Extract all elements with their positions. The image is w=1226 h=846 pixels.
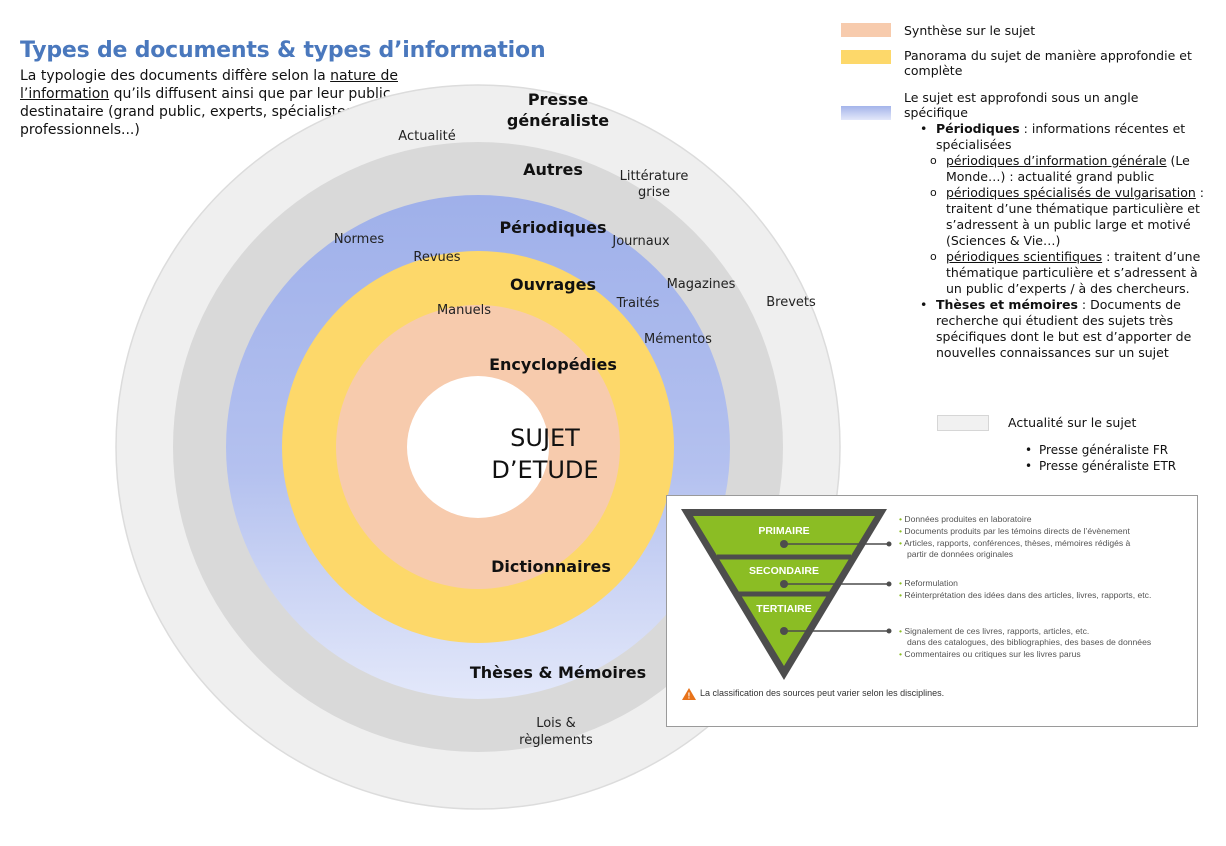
sub2-text: : traitent d’une thématique particulière… bbox=[946, 185, 1205, 248]
periodiques-label: Périodiques bbox=[936, 121, 1020, 136]
label-autres: Autres bbox=[523, 160, 583, 179]
primaire-item: • Données produites en laboratoire bbox=[899, 514, 1032, 524]
inverted-pyramid: PRIMAIRE SECONDAIRE TERTIAIRE ! bbox=[681, 509, 892, 701]
legend-synthese: Synthèse sur le sujet bbox=[904, 23, 1036, 38]
sub-bullet-3: périodiques scientifiques : traitent d’u… bbox=[918, 249, 1210, 297]
actualite-item: Presse généraliste FR bbox=[1025, 442, 1176, 458]
label-generaliste: généraliste bbox=[507, 111, 609, 130]
dot-tertiaire-end bbox=[886, 628, 892, 634]
dot-secondaire bbox=[780, 580, 788, 588]
sub1-text: (Le Monde…) : actualité grand public bbox=[946, 153, 1190, 184]
dot-primaire bbox=[780, 540, 788, 548]
tertiaire-item: • Signalement de ces livres, rapports, a… bbox=[899, 626, 1090, 636]
label-dictionnaires: Dictionnaires bbox=[491, 557, 611, 576]
label-mementos: Mémentos bbox=[644, 332, 712, 347]
label-actualite: Actualité bbox=[398, 129, 455, 144]
sub3-link: périodiques scientifiques bbox=[946, 249, 1103, 264]
bullet-periodiques: Périodiques : informations récentes et s… bbox=[918, 121, 1210, 153]
pyramid-fill bbox=[693, 516, 875, 666]
label-primaire: PRIMAIRE bbox=[758, 525, 809, 537]
periodiques-text: : informations récentes et spécialisées bbox=[936, 121, 1186, 152]
ring-center bbox=[407, 376, 549, 518]
warning-icon-mark: ! bbox=[688, 692, 691, 701]
legend-swatch-peach bbox=[841, 23, 891, 37]
details-list: Périodiques : informations récentes et s… bbox=[918, 121, 1210, 361]
tertiaire-item: • Commentaires ou critiques sur les livr… bbox=[899, 649, 1081, 659]
sub2-link: périodiques spécialisés de vulgarisation bbox=[946, 185, 1196, 200]
label-brevets: Brevets bbox=[766, 295, 816, 310]
legend-approfondi: Le sujet est approfondi sous un angle sp… bbox=[904, 90, 1139, 120]
label-journaux: Journaux bbox=[611, 234, 670, 249]
secondaire-item-text: Reformulation bbox=[904, 578, 958, 588]
label-lois: Lois & bbox=[536, 716, 576, 731]
warning-icon bbox=[682, 688, 696, 700]
bullet-theses: Thèses et mémoires : Documents de recher… bbox=[918, 297, 1210, 361]
theses-label: Thèses et mémoires bbox=[936, 297, 1078, 312]
label-tertiaire: TERTIAIRE bbox=[756, 603, 811, 615]
label-manuels: Manuels bbox=[437, 303, 491, 318]
legend-swatch-blue bbox=[841, 106, 891, 120]
tertiaire-item-text: Signalement de ces livres, rapports, art… bbox=[904, 626, 1090, 636]
primaire-item-text: Documents produits par les témoins direc… bbox=[904, 526, 1130, 536]
label-periodiques: Périodiques bbox=[499, 218, 606, 237]
primaire-item: • Documents produits par les témoins dir… bbox=[899, 526, 1130, 536]
primaire-item-cont: partir de données originales bbox=[907, 549, 1014, 559]
label-theses: Thèses & Mémoires bbox=[470, 663, 646, 682]
sub-bullet-1: périodiques d’information générale (Le M… bbox=[918, 153, 1210, 185]
warning-text: La classification des sources peut varie… bbox=[700, 688, 945, 698]
label-traites: Traités bbox=[616, 296, 660, 311]
label-secondaire: SECONDAIRE bbox=[749, 565, 819, 577]
dot-primaire-end bbox=[886, 541, 892, 547]
actualite-item: Presse généraliste ETR bbox=[1025, 458, 1176, 474]
tertiaire-item-text: Commentaires ou critiques sur les livres… bbox=[904, 649, 1081, 659]
intro-part2: qu’ils diffusent ainsi que par leur publ… bbox=[20, 86, 391, 138]
primaire-item-text: Articles, rapports, conférences, thèses,… bbox=[903, 538, 1131, 548]
primaire-item: • Articles, rapports, conférences, thèse… bbox=[899, 538, 1131, 548]
label-magazines: Magazines bbox=[667, 277, 736, 292]
sub-bullet-2: périodiques spécialisés de vulgarisation… bbox=[918, 185, 1210, 249]
label-ouvrages: Ouvrages bbox=[510, 275, 596, 294]
label-presse: Presse bbox=[528, 90, 589, 109]
page-title: Types de documents & types d’information bbox=[20, 38, 546, 63]
intro-link: nature de l’information bbox=[20, 68, 398, 102]
intro-part1: La typologie des documents diffère selon… bbox=[20, 68, 331, 84]
label-litterature: Littérature bbox=[620, 169, 689, 184]
tertiaire-item-cont: dans des catalogues, des bibliographies,… bbox=[907, 637, 1152, 647]
label-normes: Normes bbox=[334, 232, 384, 247]
dot-tertiaire bbox=[780, 627, 788, 635]
legend-swatch-yellow bbox=[841, 50, 891, 64]
actualite-label: Actualité sur le sujet bbox=[1008, 415, 1137, 430]
theses-text: : Documents de recherche qui étudient de… bbox=[936, 297, 1192, 360]
primaire-item-text: Données produites en laboratoire bbox=[904, 514, 1032, 524]
center-sujet: SUJET bbox=[510, 424, 580, 452]
secondaire-item: • Réinterprétation des idées dans des ar… bbox=[899, 590, 1152, 600]
dot-secondaire-end bbox=[886, 581, 892, 587]
sub1-link: périodiques d’information générale bbox=[946, 153, 1167, 168]
center-etude: D’ETUDE bbox=[491, 456, 598, 484]
secondaire-item: • Reformulation bbox=[899, 578, 958, 588]
label-reglements: règlements bbox=[519, 733, 593, 748]
label-revues: Revues bbox=[413, 250, 460, 265]
label-encyclopedies: Encyclopédies bbox=[489, 355, 617, 374]
legend-panorama: Panorama du sujet de manière approfondie… bbox=[904, 48, 1192, 78]
actualite-list: Presse généraliste FR Presse généraliste… bbox=[1025, 442, 1176, 474]
intro-text: La typologie des documents diffère selon… bbox=[20, 67, 440, 139]
legend-swatch-grey bbox=[937, 415, 989, 431]
sub3-text: : traitent d’une thématique particulière… bbox=[946, 249, 1201, 296]
secondaire-item-text: Réinterprétation des idées dans des arti… bbox=[904, 590, 1152, 600]
label-grise: grise bbox=[638, 185, 670, 200]
source-classification-panel: PRIMAIRE SECONDAIRE TERTIAIRE ! • Donnée… bbox=[666, 495, 1198, 727]
